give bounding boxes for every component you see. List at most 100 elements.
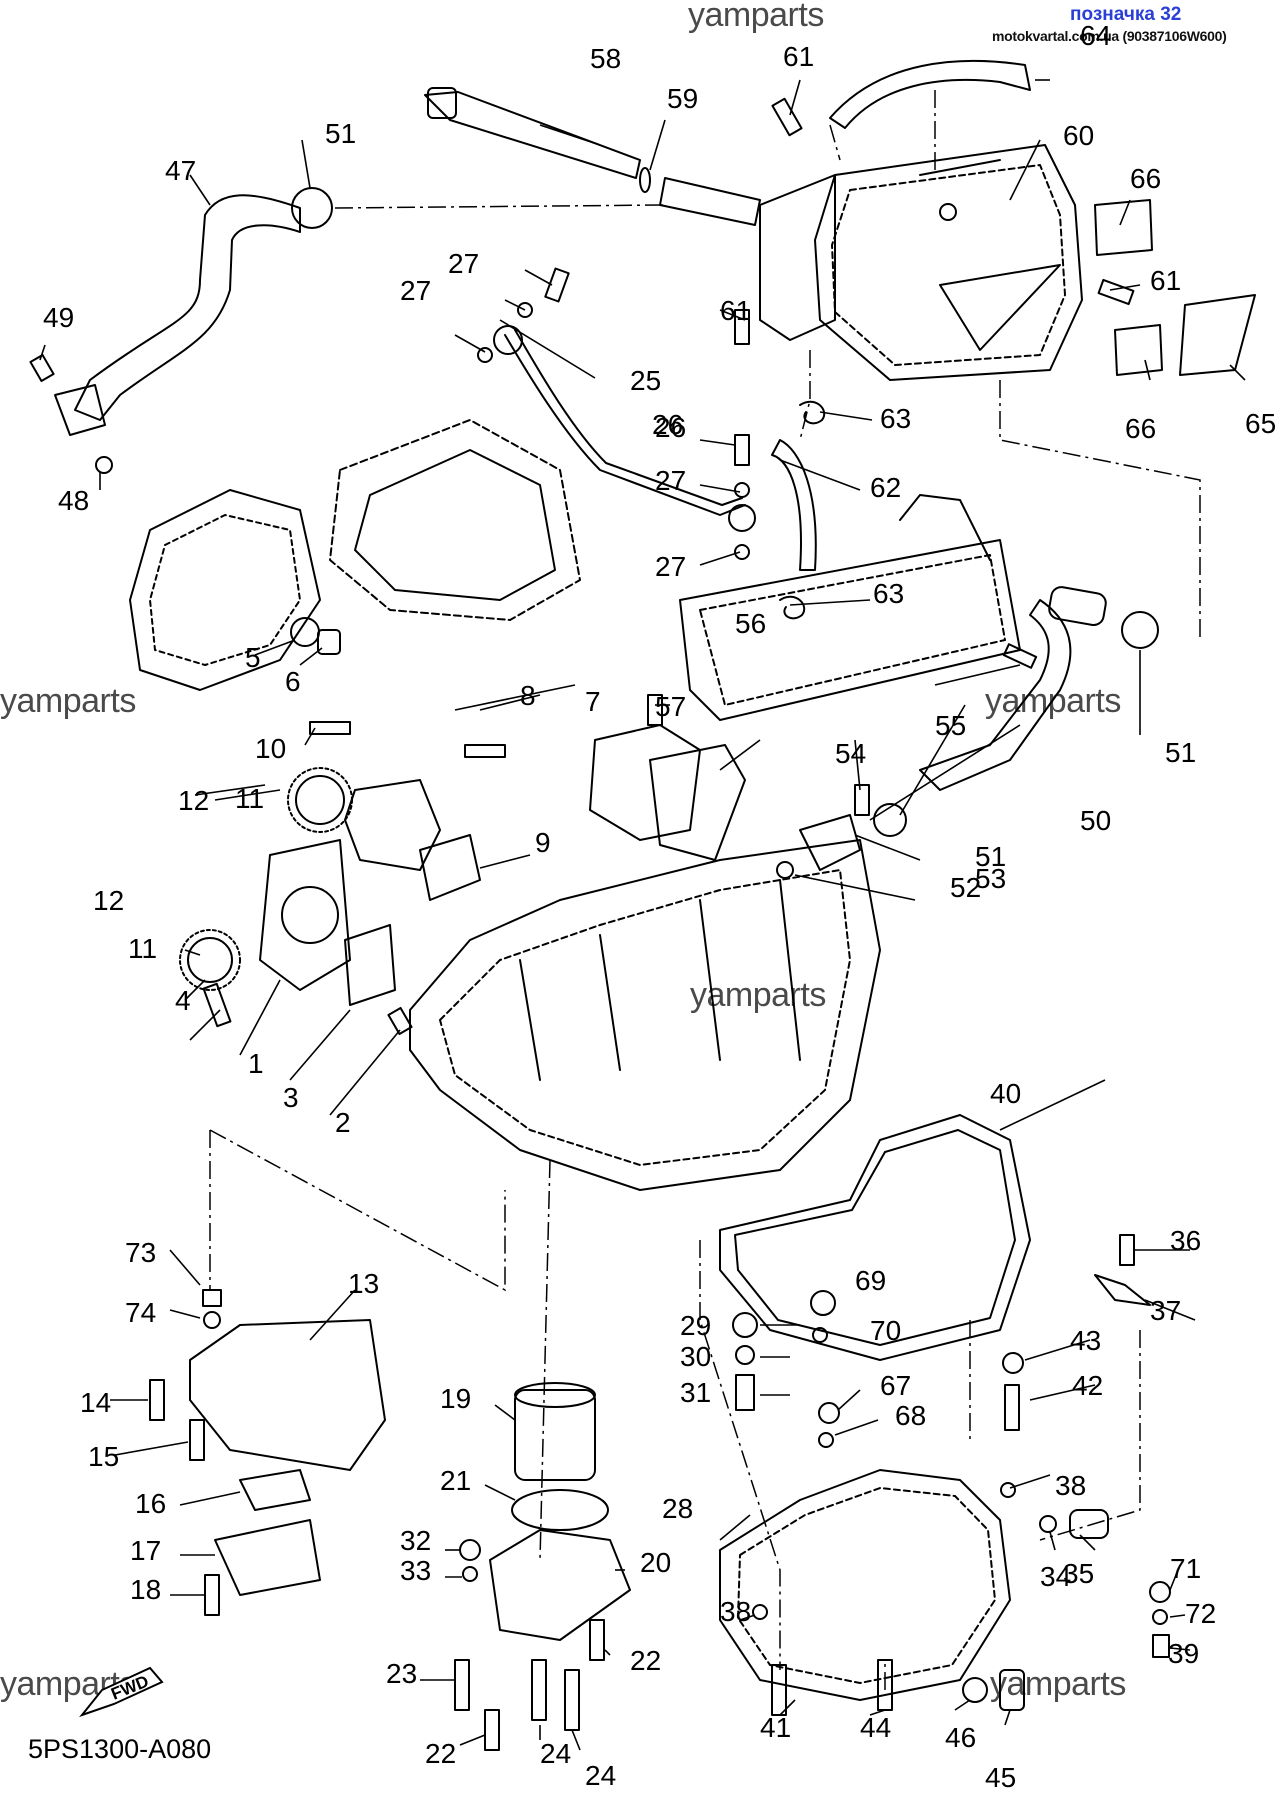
callout-24: 24 [585, 1760, 616, 1791]
upper-crankcase [679, 539, 1021, 721]
fwd-arrow-icon: FWD [79, 1666, 164, 1718]
callout-63: 63 [880, 403, 911, 434]
dowel-2 [387, 1006, 413, 1036]
callout-54: 54 [835, 738, 866, 769]
o-ring-35 [1039, 1515, 1057, 1533]
union-52 [799, 814, 861, 871]
bolt-22a [484, 1709, 500, 1751]
decal-66b [1114, 324, 1163, 376]
bolt-61b [771, 97, 803, 137]
bolt-61c [1097, 278, 1135, 306]
cylinder-head [329, 419, 581, 621]
washer-29 [732, 1312, 758, 1338]
bolt-55 [1002, 643, 1038, 669]
callout-64: 64 [1080, 20, 1111, 51]
callout-21: 21 [440, 1465, 471, 1496]
callout-67: 67 [880, 1370, 911, 1401]
bolt-57 [647, 694, 663, 726]
callout-36: 36 [1170, 1225, 1201, 1256]
gasket-3 [344, 924, 396, 1006]
bushing-6 [317, 629, 341, 655]
callout-62: 62 [870, 472, 901, 503]
header-site: motokvartal.com.ua (90387106W600) [992, 28, 1227, 44]
callout-66: 66 [1125, 413, 1156, 444]
gasket-9 [419, 834, 481, 901]
hose-47 [74, 194, 301, 421]
bolt-23 [454, 1659, 470, 1711]
callout-43: 43 [1070, 1325, 1101, 1356]
callout-61: 61 [720, 295, 751, 326]
callout-19: 19 [440, 1383, 471, 1414]
leader-lines [39, 79, 1246, 1751]
callout-71: 71 [1170, 1553, 1201, 1584]
crankcase-cover [129, 489, 321, 691]
sensor-34 [1069, 1509, 1109, 1539]
callout-17: 17 [130, 1535, 161, 1566]
callout-40: 40 [990, 1078, 1021, 1109]
washer-43 [1002, 1352, 1024, 1374]
bolt-41 [771, 1664, 787, 1716]
hose-50 [919, 599, 1072, 791]
clamp-51-c [873, 803, 907, 837]
callout-15: 15 [88, 1441, 119, 1472]
callout-41: 41 [760, 1712, 791, 1743]
clamp-51-b [1121, 611, 1159, 649]
bolt-26a [544, 267, 570, 303]
callout-11: 11 [128, 933, 157, 964]
plug-39 [1152, 1634, 1170, 1658]
callout-53: 53 [975, 863, 1006, 894]
gear-11a [295, 775, 345, 825]
pin-38a [1000, 1482, 1016, 1498]
watermark-top: yamparts [688, 0, 824, 34]
callout-20: 20 [640, 1547, 671, 1578]
callout-3: 3 [283, 1082, 299, 1113]
callout-10: 10 [255, 733, 286, 764]
callout-2: 2 [335, 1107, 351, 1138]
callout-34: 34 [1040, 1561, 1071, 1592]
assembly-lines [209, 90, 1201, 1690]
clamp-51-a [291, 187, 333, 229]
oil-filter-19 [514, 1389, 596, 1481]
pin-38b [752, 1604, 768, 1620]
callout-11: 11 [235, 783, 264, 814]
strainer-17 [214, 1519, 321, 1596]
callout-26: 26 [652, 409, 683, 440]
washer-27a [517, 302, 533, 318]
callout-74: 74 [125, 1297, 156, 1328]
callout-50: 50 [1080, 805, 1111, 836]
callout-55: 55 [935, 710, 966, 741]
callout-68: 68 [895, 1400, 926, 1431]
callout-13: 13 [348, 1268, 379, 1299]
callout-16: 16 [135, 1488, 166, 1519]
pump-housing [344, 779, 441, 871]
callout-61: 61 [783, 41, 814, 72]
bolt-4 [202, 982, 232, 1028]
bolt-54 [854, 784, 870, 816]
callout-49: 49 [43, 302, 74, 333]
callout-4: 4 [175, 985, 191, 1016]
plug-67 [818, 1402, 840, 1424]
callout-39: 39 [1168, 1638, 1199, 1669]
oil-pipe-25 [504, 334, 746, 516]
bolt-7 [464, 744, 506, 758]
clip-63b [779, 595, 806, 620]
bolt-22b [589, 1619, 605, 1661]
callout-45: 45 [985, 1762, 1016, 1793]
oil-tank-60 [759, 144, 1083, 381]
washer-46 [962, 1677, 988, 1703]
callout-1: 1 [248, 1048, 264, 1079]
callout-46: 46 [945, 1722, 976, 1753]
callout-60: 60 [1063, 120, 1094, 151]
filter-cover-20 [489, 1529, 631, 1641]
decal-66a [1094, 199, 1153, 256]
callout-27: 27 [655, 465, 686, 496]
o-ring-48 [95, 456, 113, 474]
gear-11b [187, 937, 233, 983]
callout-72: 72 [1185, 1598, 1216, 1629]
washer-27b [477, 347, 493, 363]
strainer-cover-13 [189, 1319, 386, 1471]
screen-16 [239, 1469, 311, 1511]
o-ring-70 [812, 1327, 828, 1343]
